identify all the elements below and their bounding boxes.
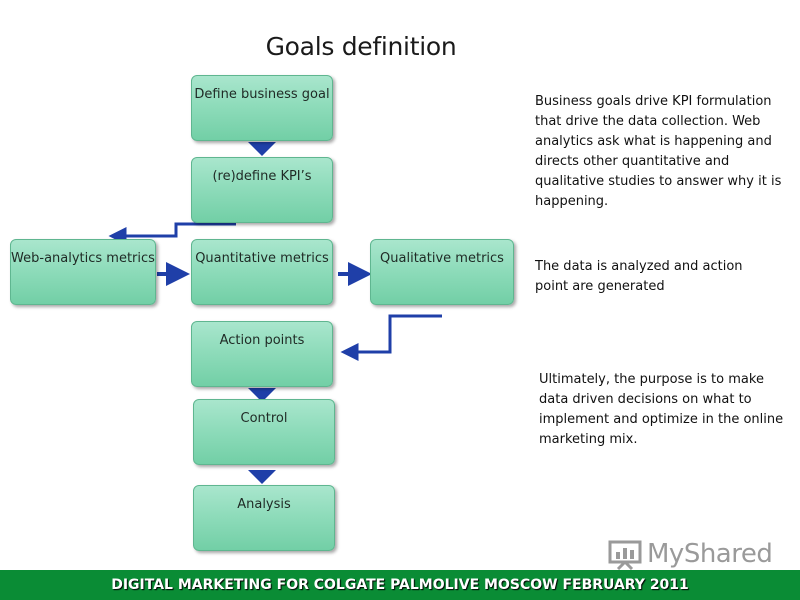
arrow-action-to-control [248,388,276,402]
arrow-define-to-kpi [248,142,276,156]
box-define-business-goal: Define business goal [191,75,333,141]
arrow-qual-to-action [340,314,442,361]
description-purpose: Ultimately, the purpose is to make data … [539,372,784,447]
logo-text: MyShared [647,539,773,569]
description-goals: Business goals drive KPI formulation tha… [535,94,782,209]
box-action-points: Action points [191,321,333,387]
box-web-analytics-metrics: Web-analytics metrics [10,239,156,305]
description-analyzed: The data is analyzed and action point ar… [535,259,743,294]
box-qualitative-metrics: Qualitative metrics [370,239,514,305]
page-title: Goals definition [265,32,457,61]
arrow-control-to-analysis [248,470,276,484]
presentation-board-icon [608,540,642,570]
box-analysis: Analysis [193,485,335,551]
box-quantitative-metrics: Quantitative metrics [191,239,333,305]
footer-banner: DIGITAL MARKETING FOR COLGATE PALMOLIVE … [0,570,800,600]
box-redefine-kpis: (re)define KPI’s [191,157,333,223]
myshared-logo: MyShared [607,537,773,571]
arrow-kpi-to-web [108,222,236,245]
box-control: Control [193,399,335,465]
